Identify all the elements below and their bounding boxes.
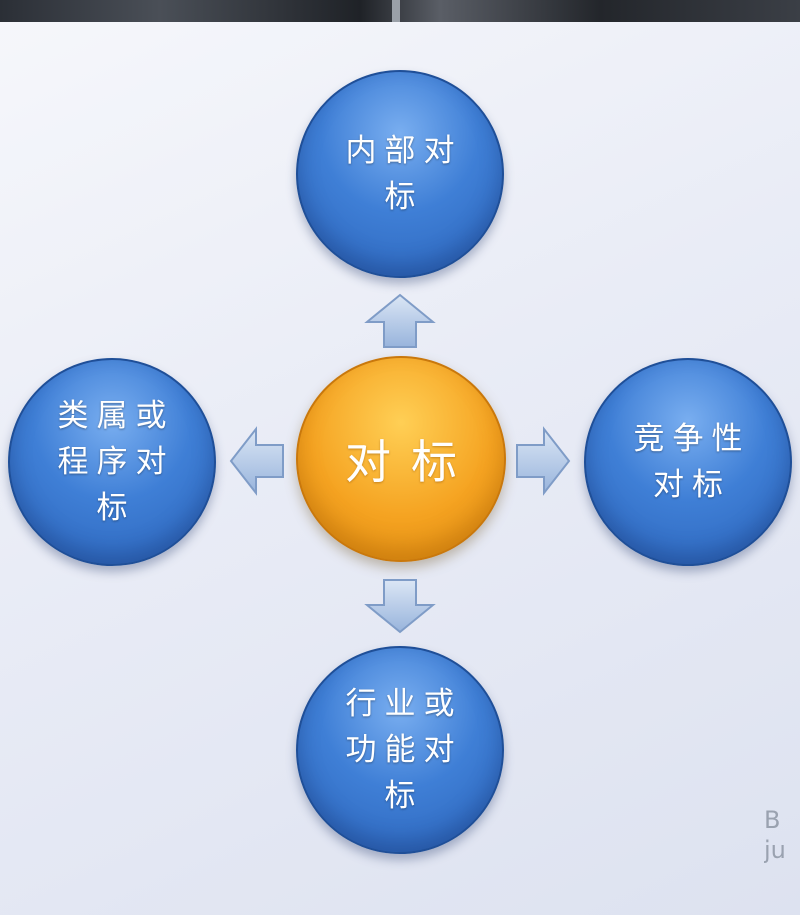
benchmarking-diagram: 内部对标 类属或程序对标 对标 竞争性对标 行业或功能对标 xyxy=(0,22,800,915)
node-industry-functional-benchmarking-label: 行业或功能对标 xyxy=(345,686,463,814)
node-benchmarking-center: 对标 xyxy=(296,356,506,562)
node-generic-process-benchmarking-label: 类属或程序对标 xyxy=(57,398,175,526)
node-industry-functional-benchmarking: 行业或功能对标 xyxy=(296,646,504,854)
node-internal-benchmarking: 内部对标 xyxy=(296,70,504,278)
node-internal-benchmarking-label: 内部对标 xyxy=(345,133,463,215)
photo-strip-divider xyxy=(392,0,400,22)
arrow-down-icon xyxy=(364,579,436,634)
arrow-right-icon xyxy=(516,426,571,496)
top-photo-strip xyxy=(0,0,800,22)
node-generic-process-benchmarking: 类属或程序对标 xyxy=(8,358,216,566)
arrow-left-icon xyxy=(229,426,284,496)
node-competitive-benchmarking: 竞争性对标 xyxy=(584,358,792,566)
node-benchmarking-center-label: 对标 xyxy=(345,435,477,489)
node-competitive-benchmarking-label: 竞争性对标 xyxy=(633,421,751,503)
arrow-up-icon xyxy=(364,293,436,348)
watermark: B ju xyxy=(764,806,786,864)
